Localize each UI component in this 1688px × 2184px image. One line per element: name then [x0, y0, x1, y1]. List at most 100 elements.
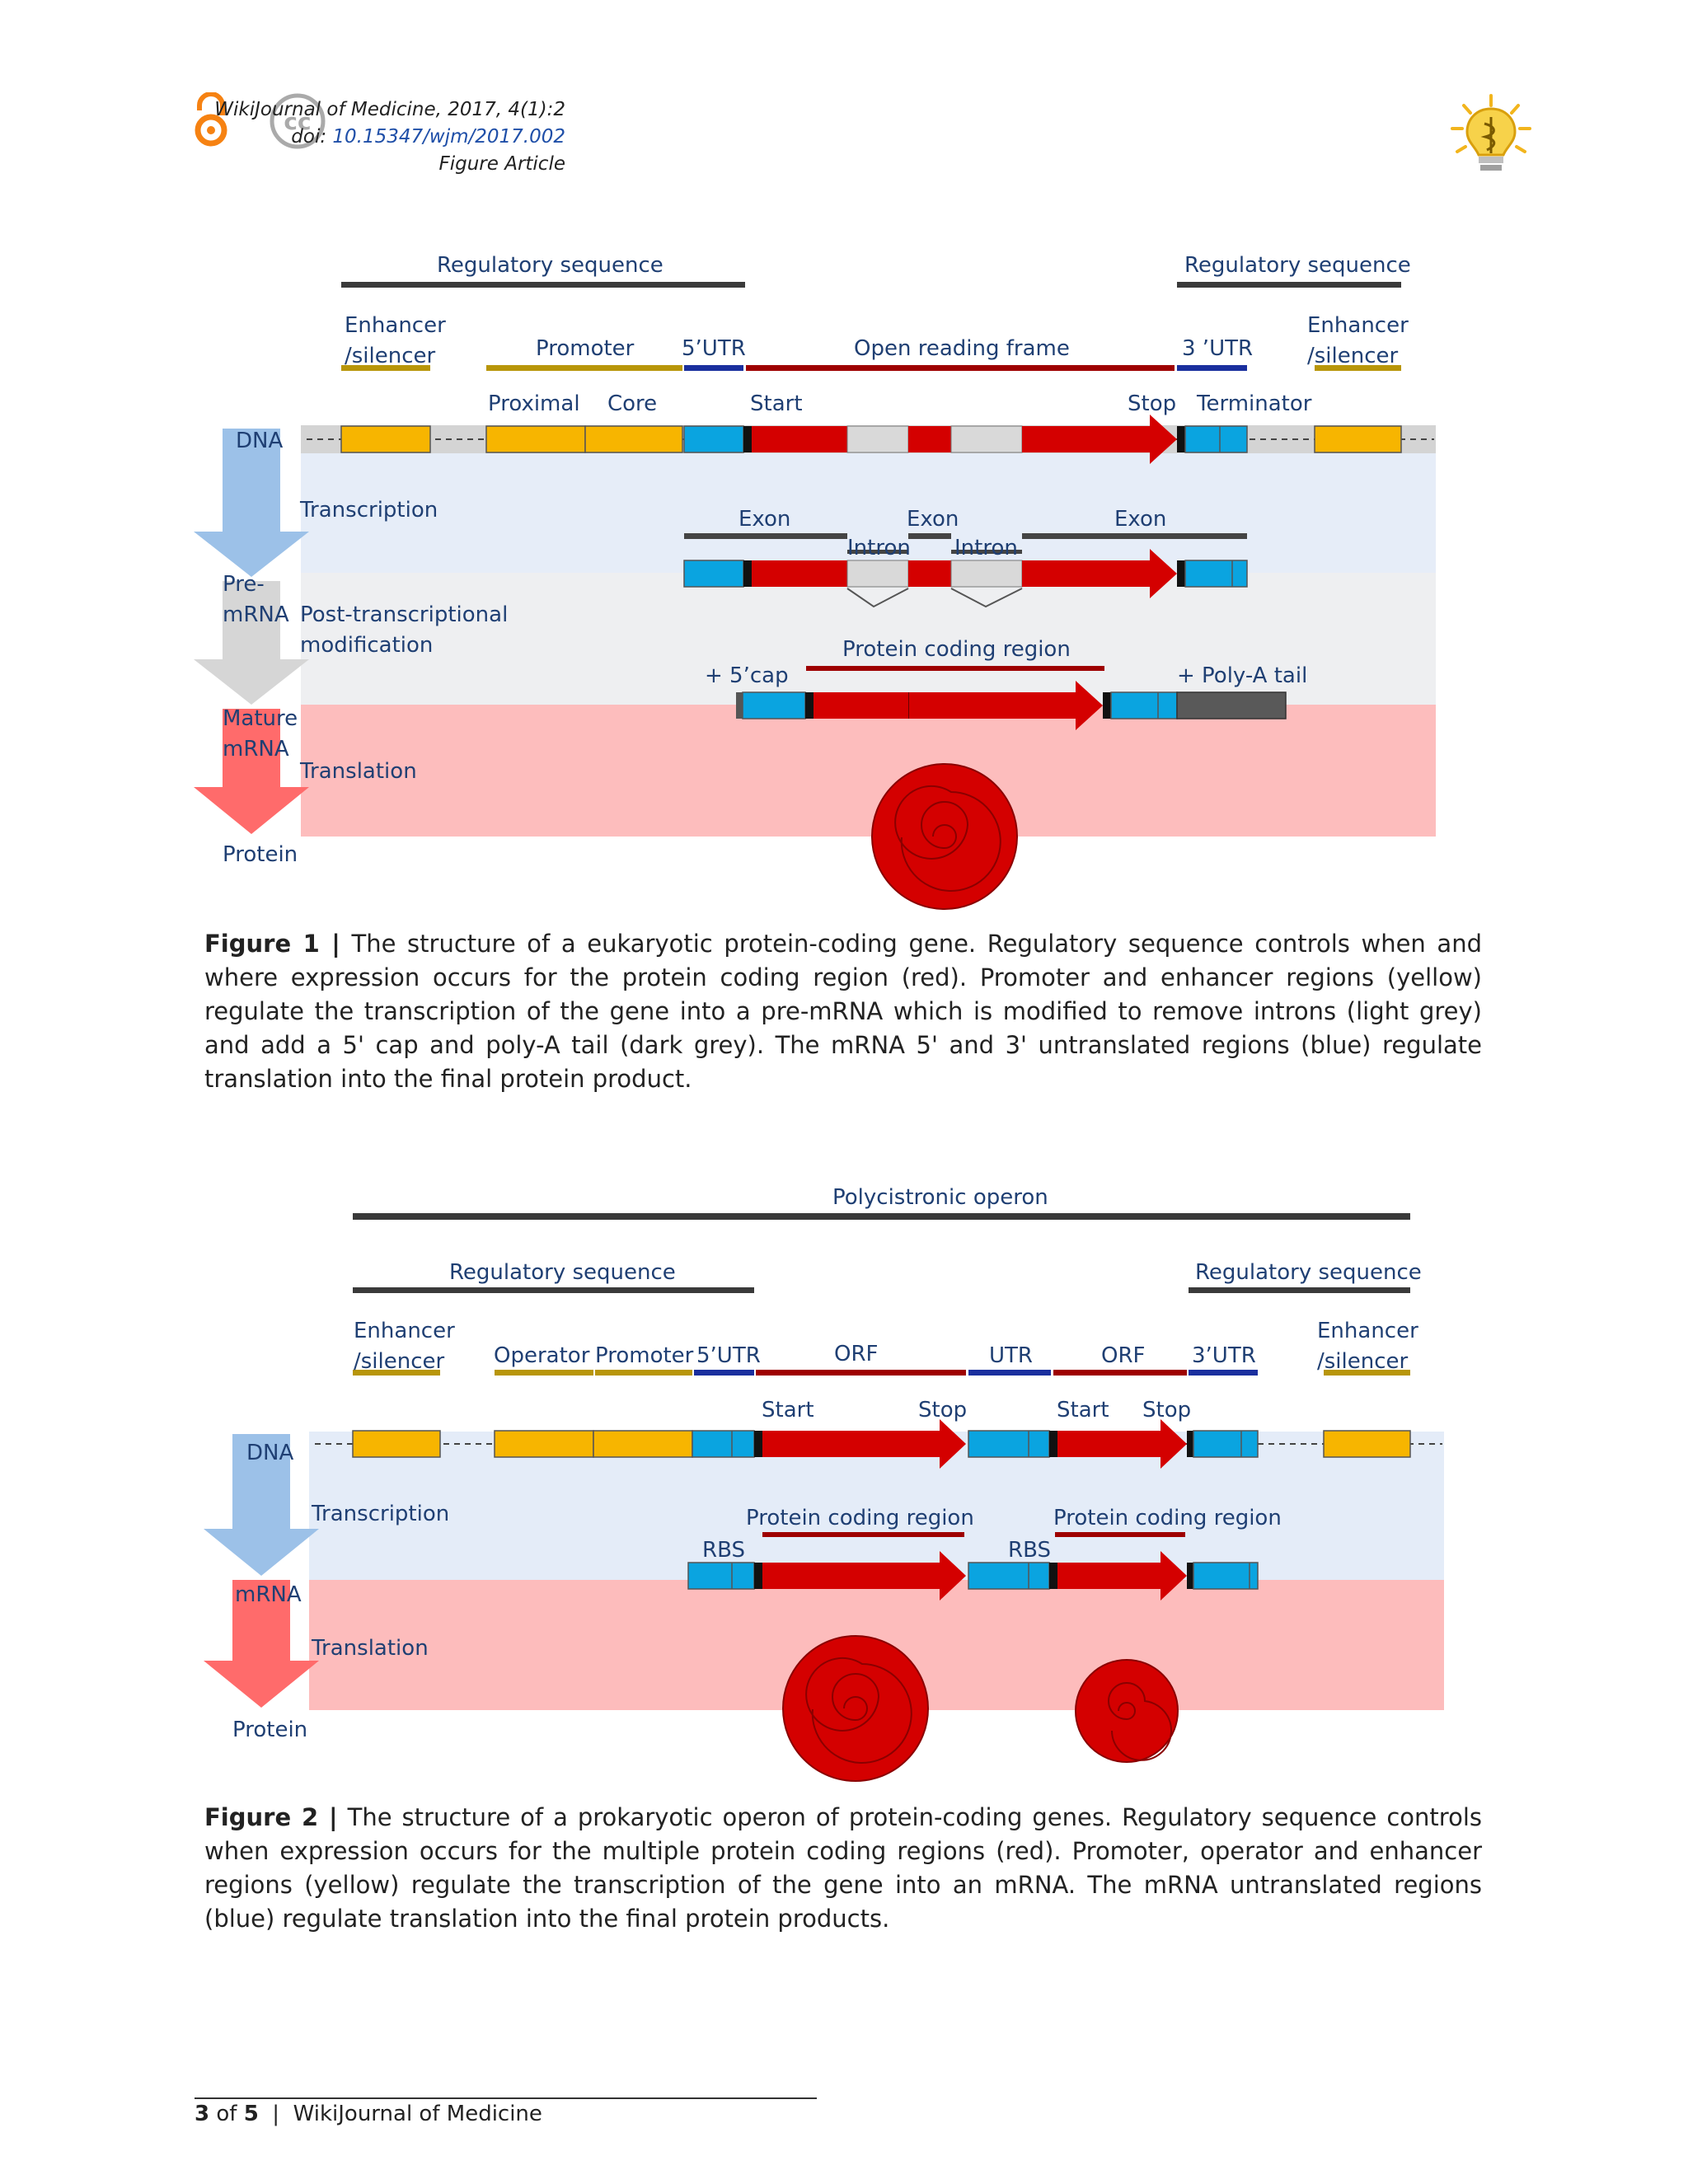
fig2-label-orf1: ORF	[834, 1342, 879, 1366]
fig2-label-coding2: Protein coding region	[1053, 1506, 1282, 1530]
splice-mark-1	[846, 588, 909, 608]
enhancer-bar-right	[1315, 365, 1401, 371]
proximal-promoter-block	[485, 425, 586, 453]
fig2-label-mrna: mRNA	[235, 1582, 302, 1607]
fig2-label-promoter: Promoter	[595, 1343, 694, 1368]
fig2-label-protein: Protein	[232, 1718, 307, 1742]
doi-prefix: doi:	[291, 126, 333, 148]
pre-mrna-exon-3	[1022, 549, 1177, 598]
fig2-label-enhancer-right-1: Enhancer	[1317, 1319, 1418, 1343]
fig2-regulatory-bar-right	[1189, 1287, 1410, 1293]
fig1-label-cap: + 5’cap	[705, 663, 789, 688]
fig1-label-reg-right: Regulatory sequence	[1184, 253, 1411, 278]
orf1-arrow	[762, 1419, 966, 1469]
mature-utr3	[1110, 691, 1178, 719]
intron-bar-2	[951, 550, 1022, 554]
fig2-label-start2: Start	[1057, 1398, 1109, 1422]
footer-of: of	[209, 2102, 244, 2126]
fig2-utr5-bar	[694, 1370, 754, 1376]
exon-block-1	[752, 426, 847, 452]
fig2-label-rbs2: RBS	[1008, 1538, 1051, 1563]
exon-bar-2	[908, 533, 951, 539]
pre-mrna-intron-1	[846, 560, 909, 588]
fig1-label-enhancer-left-1: Enhancer	[345, 313, 446, 338]
page-header: cc WikiJournal of Medicine, 2017, 4(1):2…	[0, 0, 1688, 190]
fig1-label-core: Core	[607, 391, 657, 416]
exon-arrow-3	[1022, 415, 1177, 464]
fig2-enhancer-block-left	[352, 1430, 441, 1458]
transcription-arrow	[194, 429, 309, 577]
footer-journal: WikiJournal of Medicine	[293, 2102, 542, 2126]
fig1-label-enhancer-left-2: /silencer	[345, 344, 436, 368]
doi-link[interactable]: 10.15347/wjm/2017.002	[332, 126, 565, 148]
pre-mrna-exon-2	[908, 560, 951, 587]
fig2-label-transcription: Transcription	[311, 1502, 449, 1526]
fig2-promoter-block	[593, 1430, 693, 1458]
fig1-label-polya: + Poly-A tail	[1177, 663, 1307, 688]
stop-codon	[1177, 426, 1185, 452]
fig2-label-rbs1: RBS	[702, 1538, 745, 1563]
figure-2-diagram: Polycistronic operon Regulatory sequence…	[204, 1185, 1444, 1782]
mrna-orf2-arrow	[1057, 1551, 1187, 1601]
fig1-label-enhancer-right-2: /silencer	[1307, 344, 1399, 368]
figure-1-caption-text: The structure of a eukaryotic protein-co…	[204, 930, 1482, 1093]
mrna-orf1-arrow	[762, 1551, 966, 1601]
protein-fig2-small	[1075, 1659, 1179, 1763]
enhancer-block-right	[1314, 425, 1402, 453]
fig1-label-reg-left: Regulatory sequence	[437, 253, 663, 278]
svg-text:cc: cc	[284, 108, 311, 135]
intron-bar-1	[847, 550, 908, 554]
fig2-transcription-arrow	[204, 1434, 319, 1576]
pre-mrna-intron-2	[950, 560, 1023, 588]
figure-2-caption-label: Figure 2 |	[204, 1803, 338, 1831]
mature-coding-arrow	[909, 681, 1103, 730]
fig1-label-utr5: 5’UTR	[682, 336, 746, 361]
enhancer-block-left	[340, 425, 431, 453]
page-total: 5	[243, 2102, 259, 2126]
fig1-label-intron1: Intron	[847, 536, 911, 560]
page-number: 3	[195, 2102, 210, 2126]
article-type: Figure Article	[438, 153, 566, 175]
coding-region-bar-1	[806, 666, 1104, 671]
orf1-bar	[756, 1370, 966, 1376]
core-promoter-block	[584, 425, 683, 453]
fig1-label-mature-2: mRNA	[223, 737, 289, 762]
journal-name: WikiJournal of Medicine	[214, 99, 436, 120]
fig1-label-orf: Open reading frame	[854, 336, 1070, 361]
utr-mid-block	[968, 1430, 1050, 1458]
citation: , 2017, 4(1):2	[435, 99, 565, 120]
pre-mrna-exon-1	[752, 560, 847, 587]
fig2-enhancer-bar-left	[353, 1370, 440, 1376]
fig2-utr3-bar	[1189, 1370, 1258, 1376]
fig1-label-utr3: 3 ’UTR	[1182, 336, 1253, 361]
fig2-label-stop1: Stop	[918, 1398, 967, 1422]
fig2-label-enhancer-left-1: Enhancer	[354, 1319, 455, 1343]
fig2-utr5-block	[692, 1430, 755, 1458]
start-codon	[743, 426, 752, 452]
open-access-icon	[195, 92, 227, 147]
promoter-bar	[486, 365, 682, 371]
figure-2-caption: Figure 2 | The structure of a prokaryoti…	[204, 1801, 1482, 1936]
fig2-label-coding1: Protein coding region	[746, 1506, 974, 1530]
fig1-label-transcription: Transcription	[299, 498, 438, 523]
exon-bar-1	[684, 533, 847, 539]
journal-meta: WikiJournal of Medicine, 2017, 4(1):2 do…	[214, 96, 565, 178]
regulatory-bar-right	[1177, 282, 1401, 288]
utr5-block	[683, 425, 744, 453]
figure-1-diagram: Regulatory sequence Regulatory sequence …	[194, 253, 1436, 910]
figure-1-caption-label: Figure 1 |	[204, 930, 340, 958]
splice-mark-2	[950, 588, 1023, 608]
fig2-label-utr3: 3’UTR	[1192, 1343, 1256, 1368]
exon-bar-3	[1022, 533, 1247, 539]
fig2-label-enhancer-left-2: /silencer	[354, 1349, 445, 1374]
fig1-label-start: Start	[750, 391, 803, 416]
fig2-label-reg-left: Regulatory sequence	[449, 1260, 676, 1285]
operon-bar	[353, 1213, 1410, 1220]
pre-mrna-band	[301, 573, 1436, 705]
fig1-label-terminator: Terminator	[1196, 391, 1312, 416]
mature-utr5	[742, 691, 806, 719]
mrna-utr-mid	[968, 1562, 1050, 1590]
post-transcriptional-arrow	[194, 581, 309, 705]
utr3-bar	[1177, 365, 1247, 371]
fig2-label-reg-right: Regulatory sequence	[1195, 1260, 1422, 1285]
